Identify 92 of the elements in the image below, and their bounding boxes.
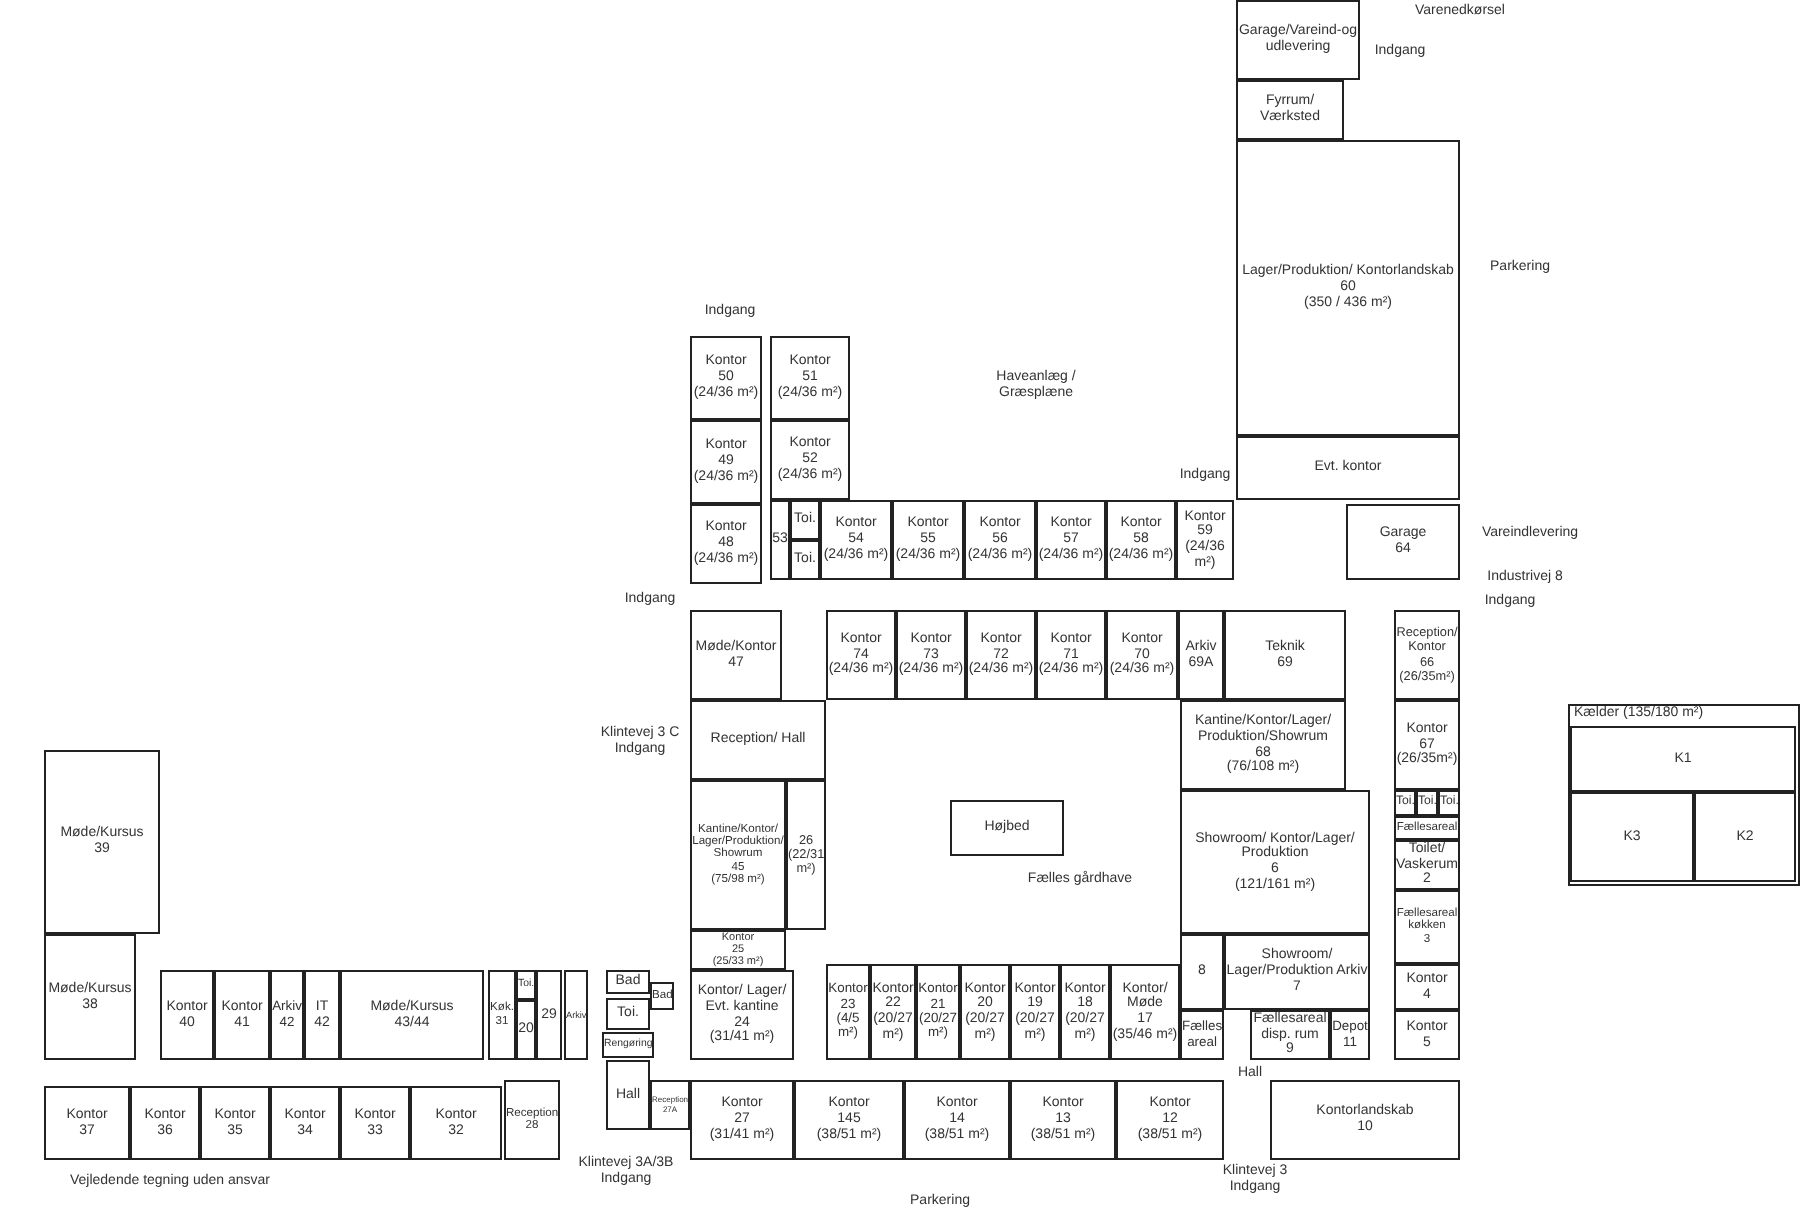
room — [44, 750, 160, 934]
room — [1236, 80, 1344, 140]
room — [1394, 1010, 1460, 1060]
room — [892, 500, 964, 580]
room — [690, 504, 762, 584]
room — [1010, 1080, 1116, 1160]
room — [1570, 792, 1694, 882]
room — [340, 1086, 410, 1160]
room — [1330, 1010, 1370, 1060]
room — [516, 1000, 536, 1060]
room — [786, 780, 826, 930]
room — [1394, 816, 1460, 840]
room — [690, 610, 782, 700]
room — [1224, 934, 1370, 1010]
room — [916, 964, 960, 1060]
room — [690, 780, 786, 930]
room — [270, 970, 304, 1060]
room — [1106, 500, 1176, 580]
room — [1250, 1010, 1330, 1060]
room — [1176, 500, 1234, 580]
room — [1036, 500, 1106, 580]
room — [606, 970, 650, 994]
room — [1394, 840, 1460, 890]
room — [340, 970, 484, 1060]
room — [1438, 790, 1460, 816]
room — [214, 970, 270, 1060]
room — [1394, 964, 1460, 1010]
room — [1416, 790, 1438, 816]
room — [130, 1086, 200, 1160]
room — [1106, 610, 1178, 700]
room — [504, 1080, 560, 1160]
room — [606, 1060, 650, 1130]
room — [960, 964, 1010, 1060]
room — [536, 970, 562, 1060]
room — [690, 1080, 794, 1160]
room — [870, 964, 916, 1060]
room — [606, 998, 650, 1030]
room — [44, 934, 136, 1060]
room — [1270, 1080, 1460, 1160]
room — [1394, 610, 1460, 700]
room — [650, 1080, 690, 1130]
room — [1570, 726, 1796, 792]
room — [160, 970, 214, 1060]
room — [410, 1086, 502, 1160]
room — [826, 964, 870, 1060]
room — [1694, 792, 1796, 882]
room — [1224, 610, 1346, 700]
room — [304, 970, 340, 1060]
room — [1060, 964, 1110, 1060]
room — [1394, 790, 1416, 816]
room — [1394, 700, 1460, 790]
room — [1180, 934, 1224, 1010]
room — [690, 700, 826, 780]
room — [690, 420, 762, 504]
room — [1236, 0, 1360, 80]
room — [950, 800, 1064, 856]
room — [1178, 610, 1224, 700]
room — [200, 1086, 270, 1160]
room — [790, 500, 820, 540]
room — [1236, 140, 1460, 436]
room — [488, 970, 516, 1060]
room — [650, 982, 674, 1010]
room — [690, 970, 794, 1060]
room — [44, 1086, 130, 1160]
room — [826, 610, 896, 700]
room — [270, 1086, 340, 1160]
room — [1568, 704, 1800, 886]
room — [690, 930, 786, 970]
room — [1036, 610, 1106, 700]
room — [904, 1080, 1010, 1160]
room — [896, 610, 966, 700]
room — [1180, 700, 1346, 790]
room — [770, 336, 850, 420]
room — [1236, 436, 1460, 500]
room — [770, 420, 850, 500]
room — [1180, 1010, 1224, 1060]
room — [1010, 964, 1060, 1060]
room — [1394, 890, 1460, 964]
room — [820, 500, 892, 580]
room — [602, 1032, 654, 1058]
room — [790, 540, 820, 580]
room — [966, 610, 1036, 700]
room — [964, 500, 1036, 580]
room — [690, 336, 762, 420]
room — [770, 500, 790, 580]
room — [1346, 504, 1460, 580]
room — [516, 970, 536, 1000]
room — [1110, 964, 1180, 1060]
room — [1180, 790, 1370, 934]
room — [564, 970, 588, 1060]
room — [794, 1080, 904, 1160]
room — [1116, 1080, 1224, 1160]
